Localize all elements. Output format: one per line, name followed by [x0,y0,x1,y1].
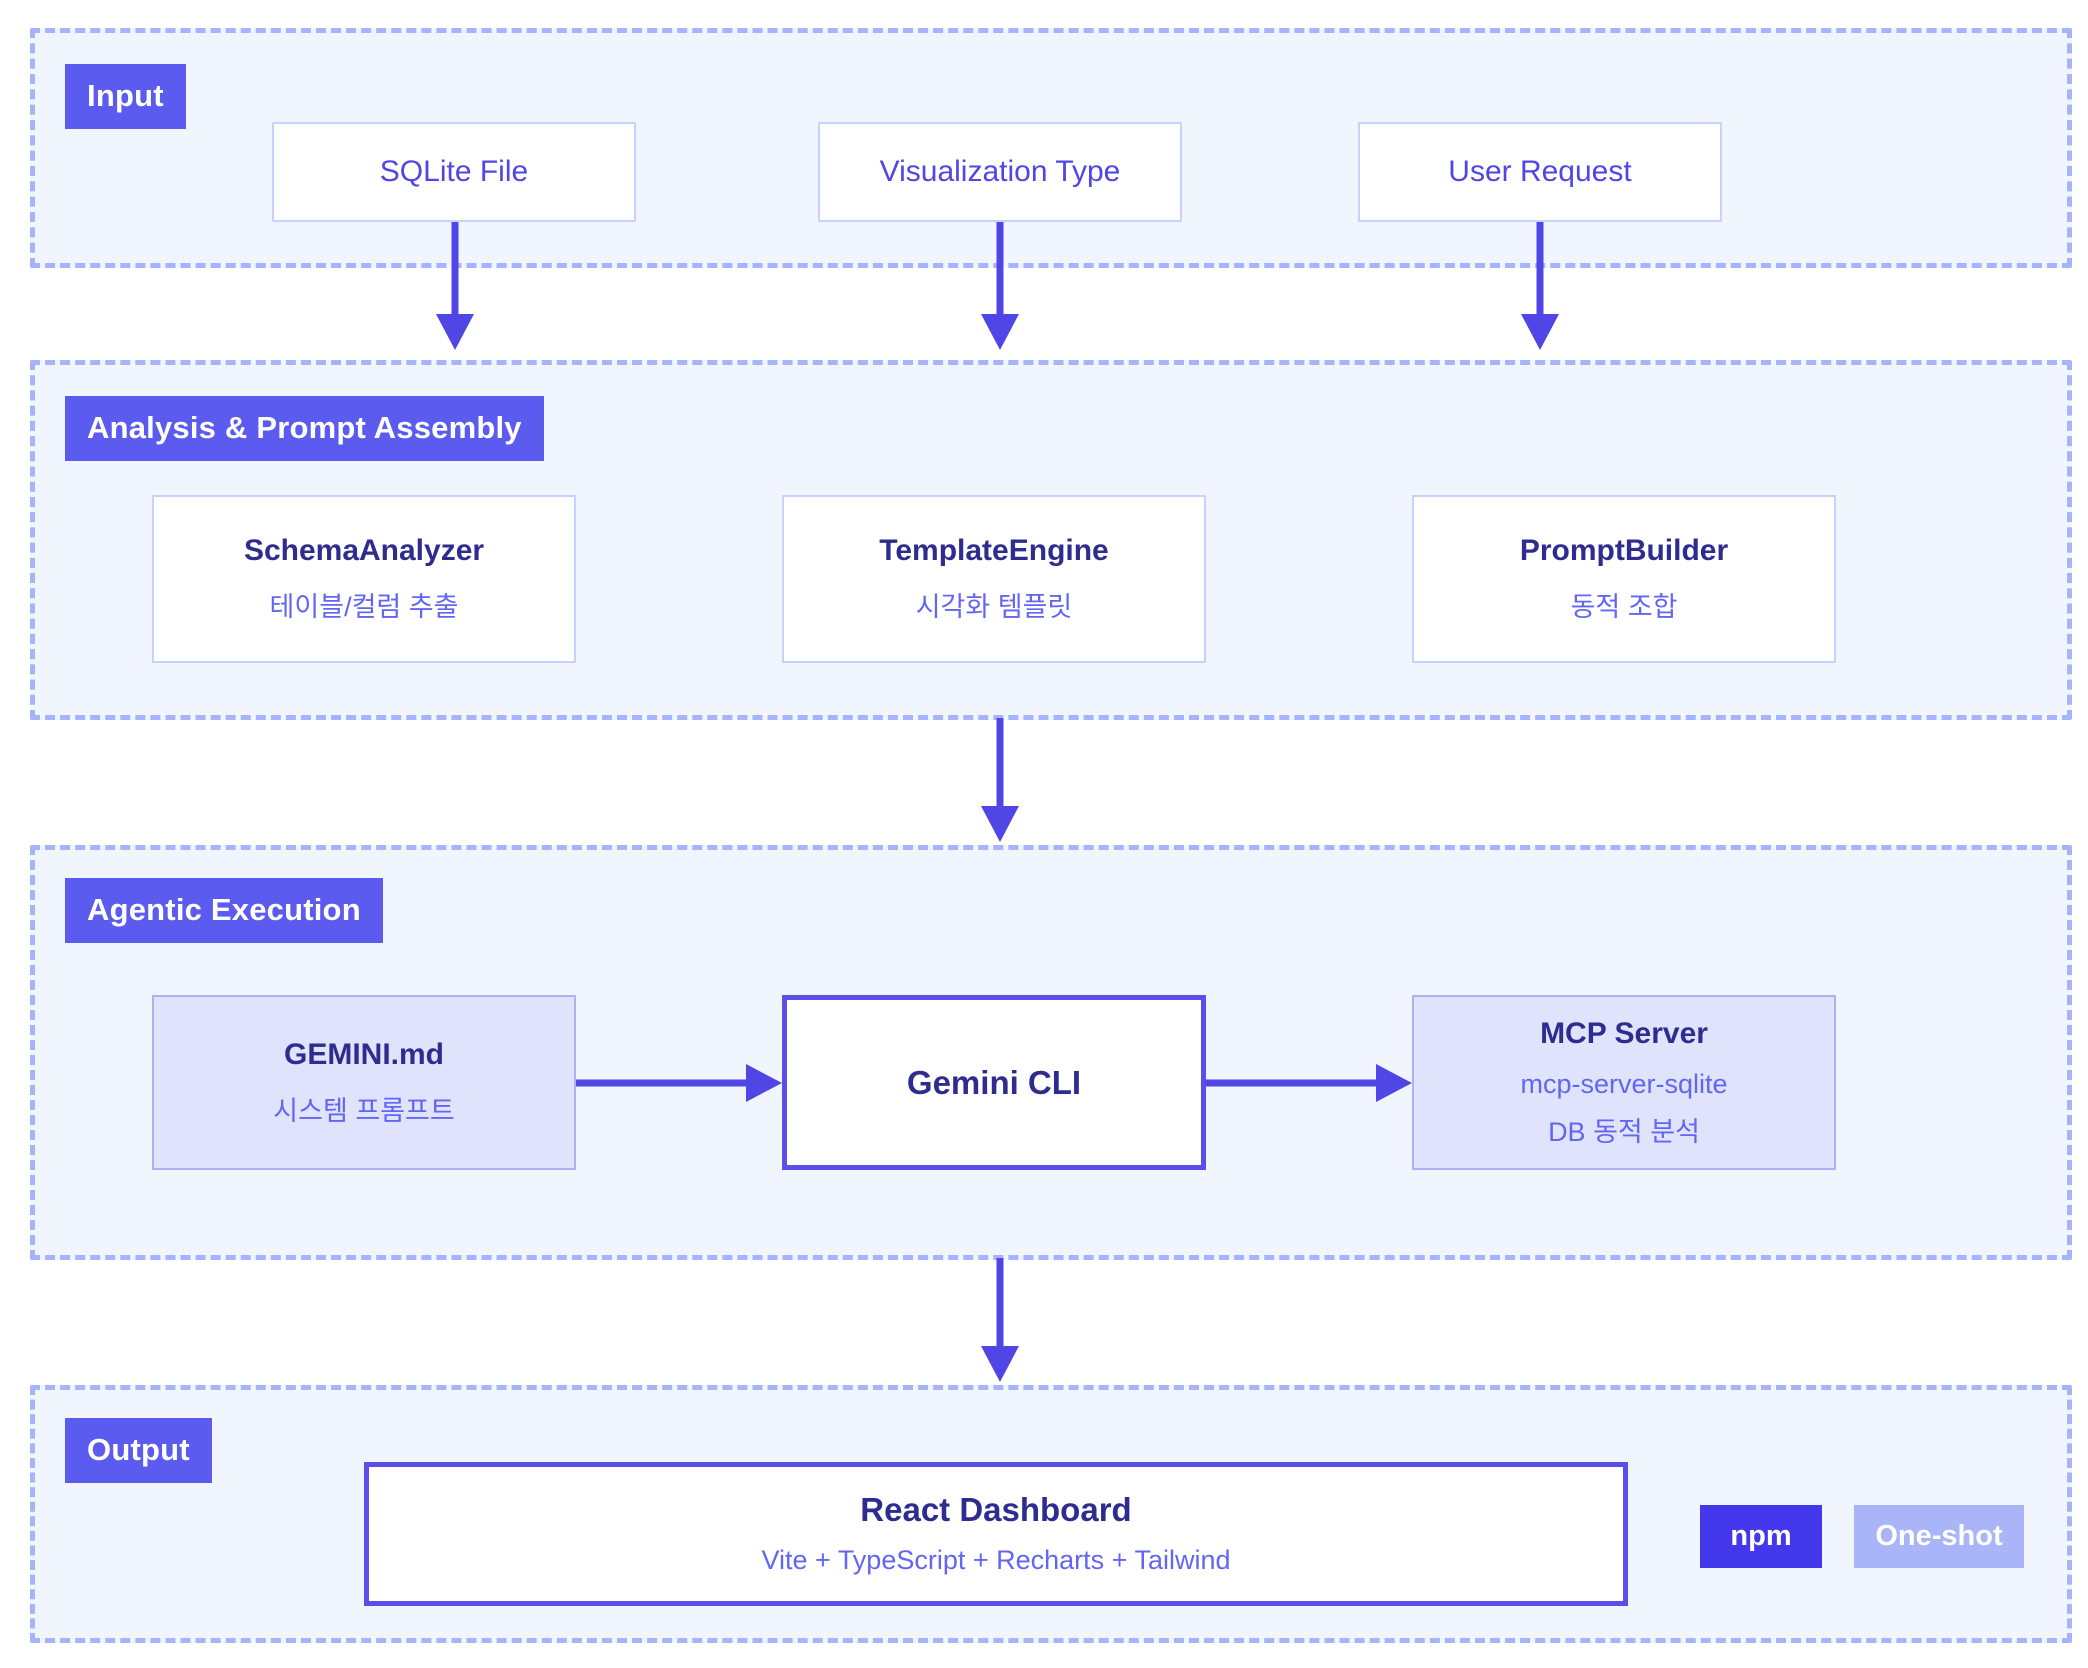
arrow-shaft [1206,1079,1382,1087]
node-template-engine[interactable]: TemplateEngine 시각화 템플릿 [782,495,1206,663]
node-gemini-md[interactable]: GEMINI.md 시스템 프롬프트 [152,995,576,1170]
node-mcp-server[interactable]: MCP Server mcp-server-sqlite DB 동적 분석 [1412,995,1836,1170]
node-sqlite-file[interactable]: SQLite File [272,122,636,222]
node-schema-analyzer[interactable]: SchemaAnalyzer 테이블/컬럼 추출 [152,495,576,663]
badge-npm[interactable]: npm [1700,1505,1822,1568]
arrow-cli-to-mcp [1206,1063,1412,1103]
arrow-head [981,314,1019,350]
arrow-head [746,1064,782,1102]
node-gemini-cli[interactable]: Gemini CLI [782,995,1206,1170]
node-title: SQLite File [379,155,529,188]
node-subtitle: mcp-server-sqlite [1520,1068,1728,1099]
arrow-head [436,314,474,350]
arrow-head [1376,1064,1412,1102]
node-title: MCP Server [1540,1016,1708,1050]
node-title: SchemaAnalyzer [243,534,485,568]
arrow-shaft [451,222,459,316]
node-title: Visualization Type [879,155,1121,188]
section-label-analysis: Analysis & Prompt Assembly [65,396,544,461]
arrow-shaft [1536,222,1544,316]
badge-one-shot[interactable]: One-shot [1854,1505,2024,1568]
node-title: GEMINI.md [283,1037,444,1071]
node-react-dashboard[interactable]: React Dashboard Vite + TypeScript + Rech… [364,1462,1628,1606]
node-subtitle: 시각화 템플릿 [915,592,1073,623]
arrow-analysis-to-agentic [980,718,1020,842]
node-subtitle: 시스템 프롬프트 [273,1095,455,1126]
node-user-request[interactable]: User Request [1358,122,1722,222]
section-label-agentic: Agentic Execution [65,878,383,943]
node-prompt-builder[interactable]: PromptBuilder 동적 조합 [1412,495,1836,663]
node-title: PromptBuilder [1519,534,1729,568]
arrow-head [981,1346,1019,1382]
arrow-agentic-to-output [980,1258,1020,1382]
section-label-output: Output [65,1418,212,1483]
node-subtitle: 동적 조합 [1570,592,1678,623]
arrow-shaft [996,222,1004,316]
arrow-sqlite-to-analysis [435,222,475,350]
arrow-request-to-analysis [1520,222,1560,350]
arrow-shaft [996,1258,1004,1348]
node-subtitle: 테이블/컬럼 추출 [269,592,459,623]
node-title: Gemini CLI [906,1063,1082,1101]
arrow-head [1521,314,1559,350]
arrow-head [981,806,1019,842]
node-subtitle-secondary: DB 동적 분석 [1548,1116,1700,1147]
node-title: React Dashboard [860,1491,1132,1529]
node-title: User Request [1448,155,1632,188]
arrow-geminimd-to-cli [576,1063,782,1103]
arrow-visualization-to-analysis [980,222,1020,350]
node-subtitle: Vite + TypeScript + Recharts + Tailwind [761,1544,1231,1575]
arrow-shaft [996,718,1004,808]
node-visualization-type[interactable]: Visualization Type [818,122,1182,222]
arrow-shaft [576,1079,752,1087]
node-title: TemplateEngine [879,534,1109,568]
section-label-input: Input [65,64,186,129]
